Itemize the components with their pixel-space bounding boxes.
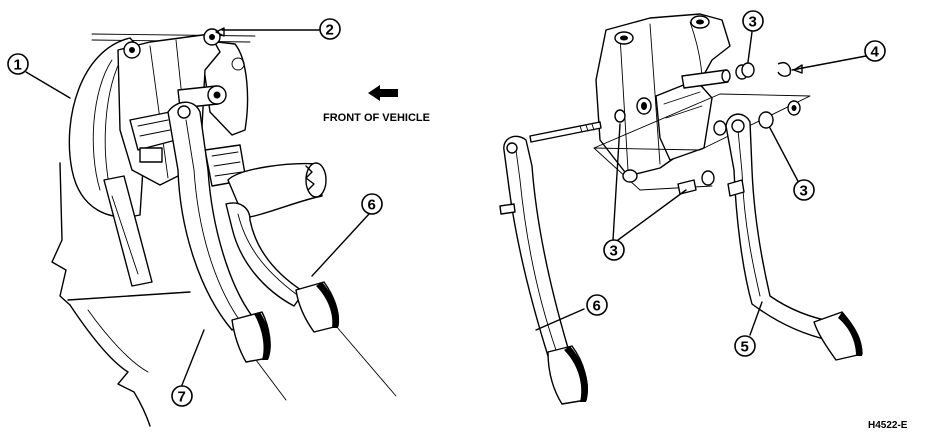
callout-1: 1 — [7, 53, 29, 75]
svg-text:1: 1 — [14, 57, 22, 74]
callout-7: 7 — [171, 385, 193, 407]
svg-text:6: 6 — [368, 197, 376, 214]
callout-2: 2 — [319, 18, 341, 40]
front-of-vehicle-label: FRONT OF VEHICLE — [323, 112, 430, 124]
front-of-vehicle-indicator: FRONT OF VEHICLE — [323, 85, 430, 124]
svg-text:3: 3 — [800, 183, 808, 200]
callout-6-right: 6 — [586, 294, 608, 316]
callout-4: 4 — [864, 40, 886, 62]
leader-lines — [25, 27, 867, 386]
svg-text:3: 3 — [749, 14, 757, 31]
hardware-bushings — [614, 62, 801, 195]
svg-text:2: 2 — [326, 22, 334, 39]
callout-3-bottom: 3 — [603, 239, 625, 261]
callout-5: 5 — [734, 335, 756, 357]
svg-text:5: 5 — [741, 339, 749, 356]
callout-3-right: 3 — [793, 179, 815, 201]
exploded-assembly-view — [499, 13, 863, 405]
callout-3-top: 3 — [742, 10, 764, 32]
svg-text:7: 7 — [178, 389, 186, 406]
front-direction-arrow-icon — [368, 85, 398, 101]
svg-text:3: 3 — [610, 243, 618, 260]
svg-text:6: 6 — [593, 298, 601, 315]
figure-code: H4522-E — [868, 420, 908, 431]
svg-text:4: 4 — [871, 44, 880, 61]
callout-6-left: 6 — [361, 193, 383, 215]
installed-assembly-view — [51, 28, 397, 427]
